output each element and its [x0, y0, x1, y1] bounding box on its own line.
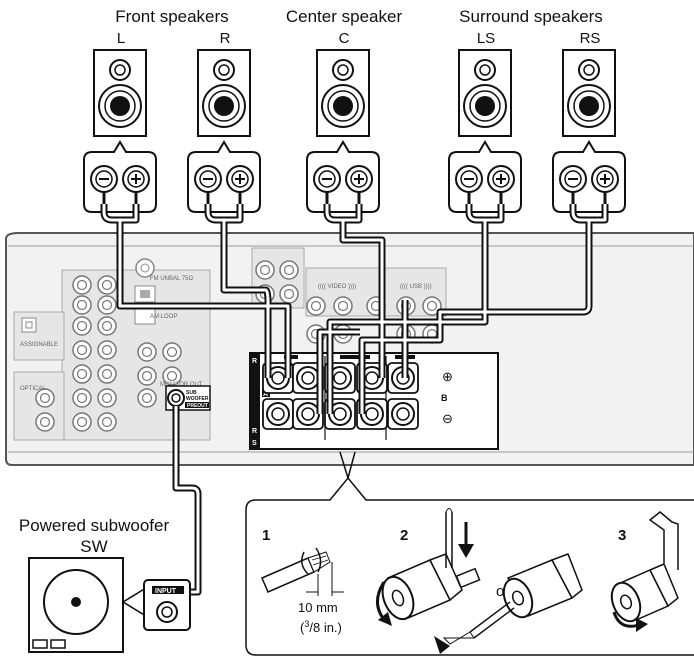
speaker-icon-ls	[458, 49, 512, 137]
terminal-screw-icon-step3	[610, 511, 679, 623]
svg-text:MONITOR OUT: MONITOR OUT	[160, 382, 203, 388]
binding-post-icon-r	[186, 140, 262, 214]
b-label: B	[441, 393, 448, 403]
speaker-cables	[100, 204, 609, 596]
terminal-screw-icon-step2a	[381, 508, 481, 621]
rotate-arrow-icon-step3	[612, 611, 648, 632]
terminal-label-r2: R	[252, 428, 257, 435]
surround-speakers-title: Surround speakers	[459, 7, 603, 26]
strip-length-imperial: (3/8 in.)	[300, 619, 342, 635]
svg-text:FM UNBAL 75Ω: FM UNBAL 75Ω	[150, 276, 193, 282]
svg-text:OPTICAL: OPTICAL	[20, 386, 46, 392]
speaker-icon-l	[93, 49, 147, 137]
svg-text:(((( USB )))): (((( USB ))))	[400, 284, 432, 290]
terminal-label-a: A	[263, 391, 268, 398]
binding-post-icon-ls	[447, 140, 523, 214]
subwoofer-input-label: INPUT	[155, 588, 177, 595]
binding-post-icon-l	[82, 140, 158, 214]
terminal-label-s: S	[252, 440, 257, 447]
speaker-icon-c	[316, 49, 370, 137]
sub-out-label-3: PREOUT	[187, 403, 208, 409]
channel-label-rs: RS	[580, 30, 601, 47]
channel-label-r: R	[220, 30, 231, 47]
binding-post-icon-c	[305, 140, 381, 214]
channel-label-l: L	[117, 30, 125, 47]
center-speaker-title: Center speaker	[286, 7, 403, 26]
step-number-2: 2	[400, 527, 408, 544]
subwoofer-channel-label: SW	[80, 537, 107, 556]
speaker-icon-rs	[562, 49, 616, 137]
binding-post-icon-rs	[551, 140, 627, 214]
terminal-label-r: R	[252, 358, 257, 365]
down-arrow-icon	[458, 522, 474, 558]
wiring-steps-panel: 1 2 3 10 mm (3/8 in.)	[245, 451, 694, 656]
front-speakers-title: Front speakers	[115, 7, 228, 26]
step-number-1: 1	[262, 527, 270, 544]
wire-strip-icon	[261, 547, 344, 596]
strip-length-metric: 10 mm	[298, 600, 338, 615]
svg-text:AM LOOP: AM LOOP	[150, 314, 177, 320]
sub-out-label-1: SUB	[186, 390, 197, 396]
subwoofer-icon: INPUT	[28, 557, 191, 653]
channel-label-c: C	[339, 30, 350, 47]
subwoofer-title: Powered subwoofer	[19, 516, 170, 535]
plus-symbol: ⊕	[442, 369, 453, 384]
sub-out-label-2: WOOFER	[186, 396, 209, 402]
terminal-screw-icon-step2b	[434, 553, 583, 654]
minus-symbol: ⊖	[442, 411, 453, 426]
rotate-arrow-icon-step2	[376, 581, 392, 626]
speaker-icon-r	[197, 49, 251, 137]
step-number-3: 3	[618, 527, 626, 544]
channel-label-ls: LS	[477, 30, 495, 47]
svg-text:(((( VIDEO )))): (((( VIDEO ))))	[318, 284, 356, 290]
svg-text:ASSIGNABLE: ASSIGNABLE	[20, 342, 58, 348]
